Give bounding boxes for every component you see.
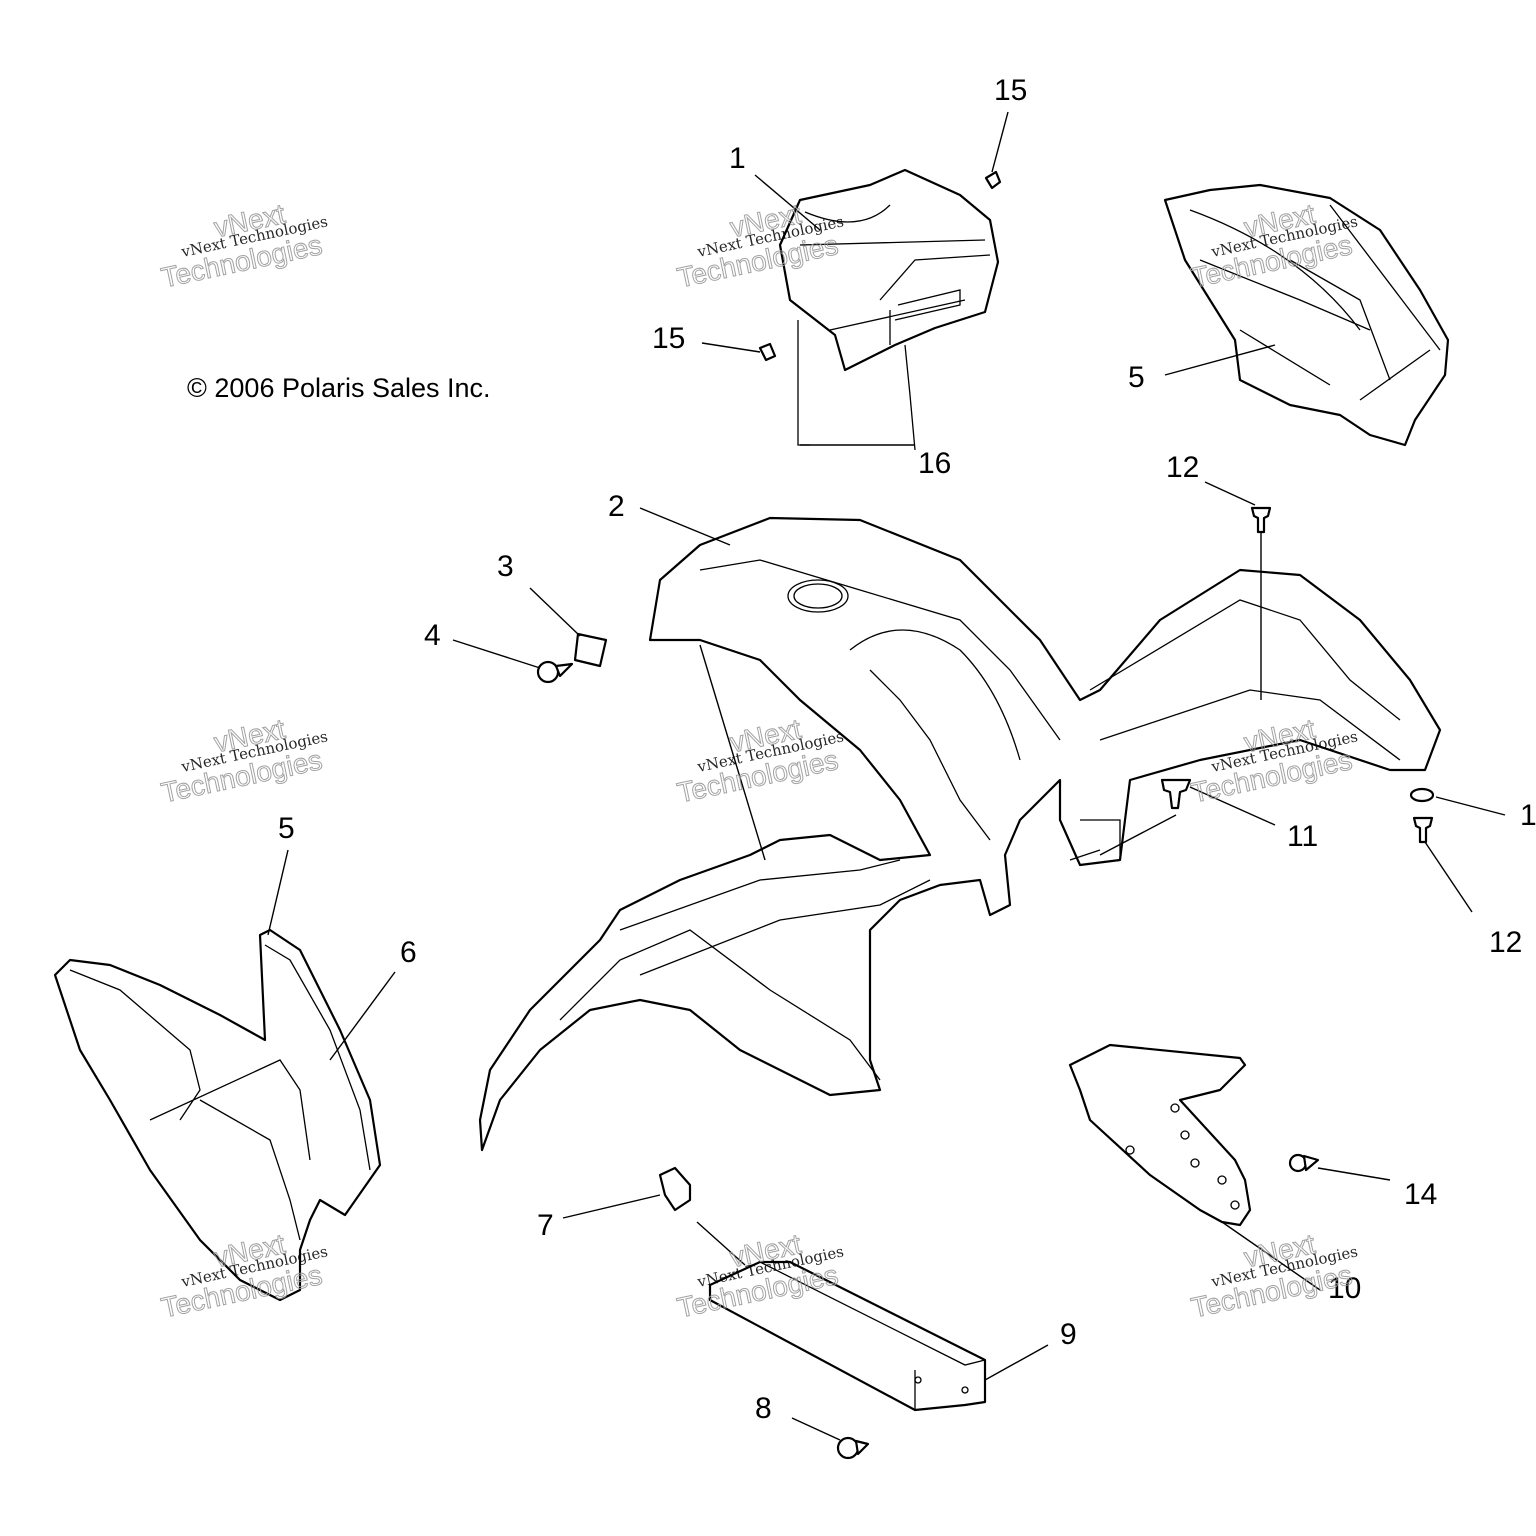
- part-7-clip[interactable]: [658, 1166, 692, 1212]
- callout-7: 7: [537, 1209, 554, 1242]
- callout-14: 14: [1404, 1178, 1437, 1211]
- part-11-push-rivet[interactable]: [1160, 778, 1192, 810]
- part-3-clip[interactable]: [573, 632, 608, 668]
- fastener-14[interactable]: [1288, 1153, 1320, 1173]
- callout-12-bottom: 12: [1489, 926, 1522, 959]
- part-1-washer[interactable]: [1409, 787, 1435, 803]
- callout-4: 4: [424, 619, 441, 652]
- callout-2: 2: [608, 490, 625, 523]
- watermark-9: vNext vNext Technologies Technologies: [1188, 1228, 1359, 1324]
- callout-15-top: 15: [994, 74, 1027, 107]
- fastener-12-top[interactable]: [1250, 506, 1272, 534]
- callout-6: 6: [400, 936, 417, 969]
- callout-10: 10: [1328, 1272, 1361, 1305]
- fastener-8[interactable]: [836, 1436, 870, 1460]
- part-5-left-panel[interactable]: [53, 928, 382, 1302]
- callout-3: 3: [497, 550, 514, 583]
- callout-16: 16: [918, 447, 951, 480]
- leader-lines: [267, 111, 1506, 1441]
- watermark-1: vNext vNext Technologies Technologies: [158, 198, 329, 294]
- callout-5-top: 5: [1128, 361, 1145, 394]
- part-5-top-panel[interactable]: [1163, 183, 1450, 447]
- fastener-15-left[interactable]: [758, 342, 777, 362]
- callout-9: 9: [1060, 1318, 1077, 1351]
- callout-8: 8: [755, 1392, 772, 1425]
- callout-12-top: 12: [1166, 451, 1199, 484]
- callout-1-top: 1: [729, 142, 746, 175]
- watermark-4: vNext vNext Technologies Technologies: [158, 713, 329, 809]
- callout-15-left: 15: [652, 322, 685, 355]
- callout-5-left: 5: [278, 812, 295, 845]
- part-1-cover[interactable]: [778, 168, 1000, 451]
- fastener-12-bottom[interactable]: [1412, 816, 1434, 844]
- fastener-4[interactable]: [536, 660, 574, 684]
- callouts: 1 15 15 5 16 2 3 4 12 11 1 12 5 6 7 14 1…: [278, 74, 1536, 1425]
- part-10-bracket[interactable]: [1068, 1043, 1252, 1227]
- callout-11: 11: [1287, 820, 1318, 853]
- watermark-5: vNext vNext Technologies Technologies: [674, 713, 845, 809]
- fastener-15-top[interactable]: [984, 170, 1002, 190]
- callout-1-right: 1: [1520, 799, 1536, 832]
- copyright-text: © 2006 Polaris Sales Inc.: [187, 373, 491, 403]
- part-9-skid-plate[interactable]: [708, 1260, 987, 1412]
- part-2-front-body[interactable]: [478, 516, 1442, 1152]
